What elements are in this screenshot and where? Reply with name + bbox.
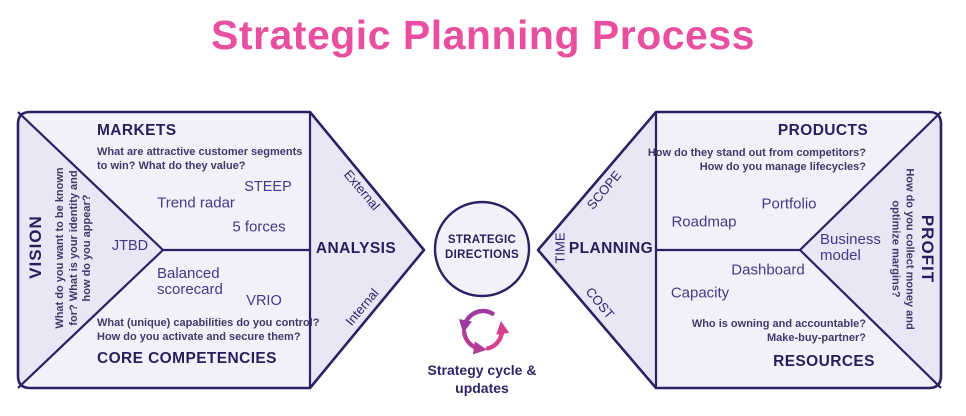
tool-portfolio: Portfolio <box>761 195 817 213</box>
tool-trend-radar: Trend radar <box>157 194 235 212</box>
time-edge-label: TIME <box>552 232 568 264</box>
tool-5-forces: 5 forces <box>232 218 286 236</box>
cycle-caption: Strategy cycle & updates <box>427 362 537 396</box>
right-arrow-shape <box>538 112 941 388</box>
tool-jtbd: JTBD <box>111 238 149 254</box>
strategic-directions-circle-shape <box>433 200 531 298</box>
tool-vrio: VRIO <box>246 293 282 309</box>
tool-balanced-scorecard: Balanced scorecard <box>157 265 223 298</box>
tool-roadmap: Roadmap <box>671 213 737 231</box>
resources-question: Who is owning and accountable? Make-buy-… <box>691 318 866 344</box>
profit-label: PROFIT <box>918 214 937 284</box>
vision-question: What do you want to be known for? What i… <box>53 167 93 329</box>
analysis-label: ANALYSIS <box>315 240 397 257</box>
products-question: How do they stand out from competitors? … <box>647 147 866 173</box>
tool-capacity: Capacity <box>670 284 730 302</box>
core-competencies-question: What (unique) capabilities do you contro… <box>97 317 320 343</box>
markets-label: MARKETS <box>97 122 177 139</box>
page-title: Strategic Planning Process <box>211 12 755 58</box>
tool-steep: STEEP <box>244 179 292 195</box>
profit-question: How do you collect money and optimize ma… <box>890 168 916 330</box>
vision-label: VISION <box>26 215 45 279</box>
tool-dashboard: Dashboard <box>731 261 805 279</box>
markets-question: What are attractive customer segments to… <box>97 146 303 172</box>
strategic-directions-label: STRATEGIC DIRECTIONS <box>445 234 519 261</box>
planning-label: PLANNING <box>568 240 654 257</box>
left-arrow-shape <box>18 112 424 388</box>
products-label: PRODUCTS <box>777 122 869 139</box>
resources-label: RESOURCES <box>773 353 875 370</box>
cycle-arrows-icon <box>458 308 510 355</box>
tool-business-model: Business model <box>820 231 881 264</box>
core-competencies-label: CORE COMPETENCIES <box>97 350 277 367</box>
